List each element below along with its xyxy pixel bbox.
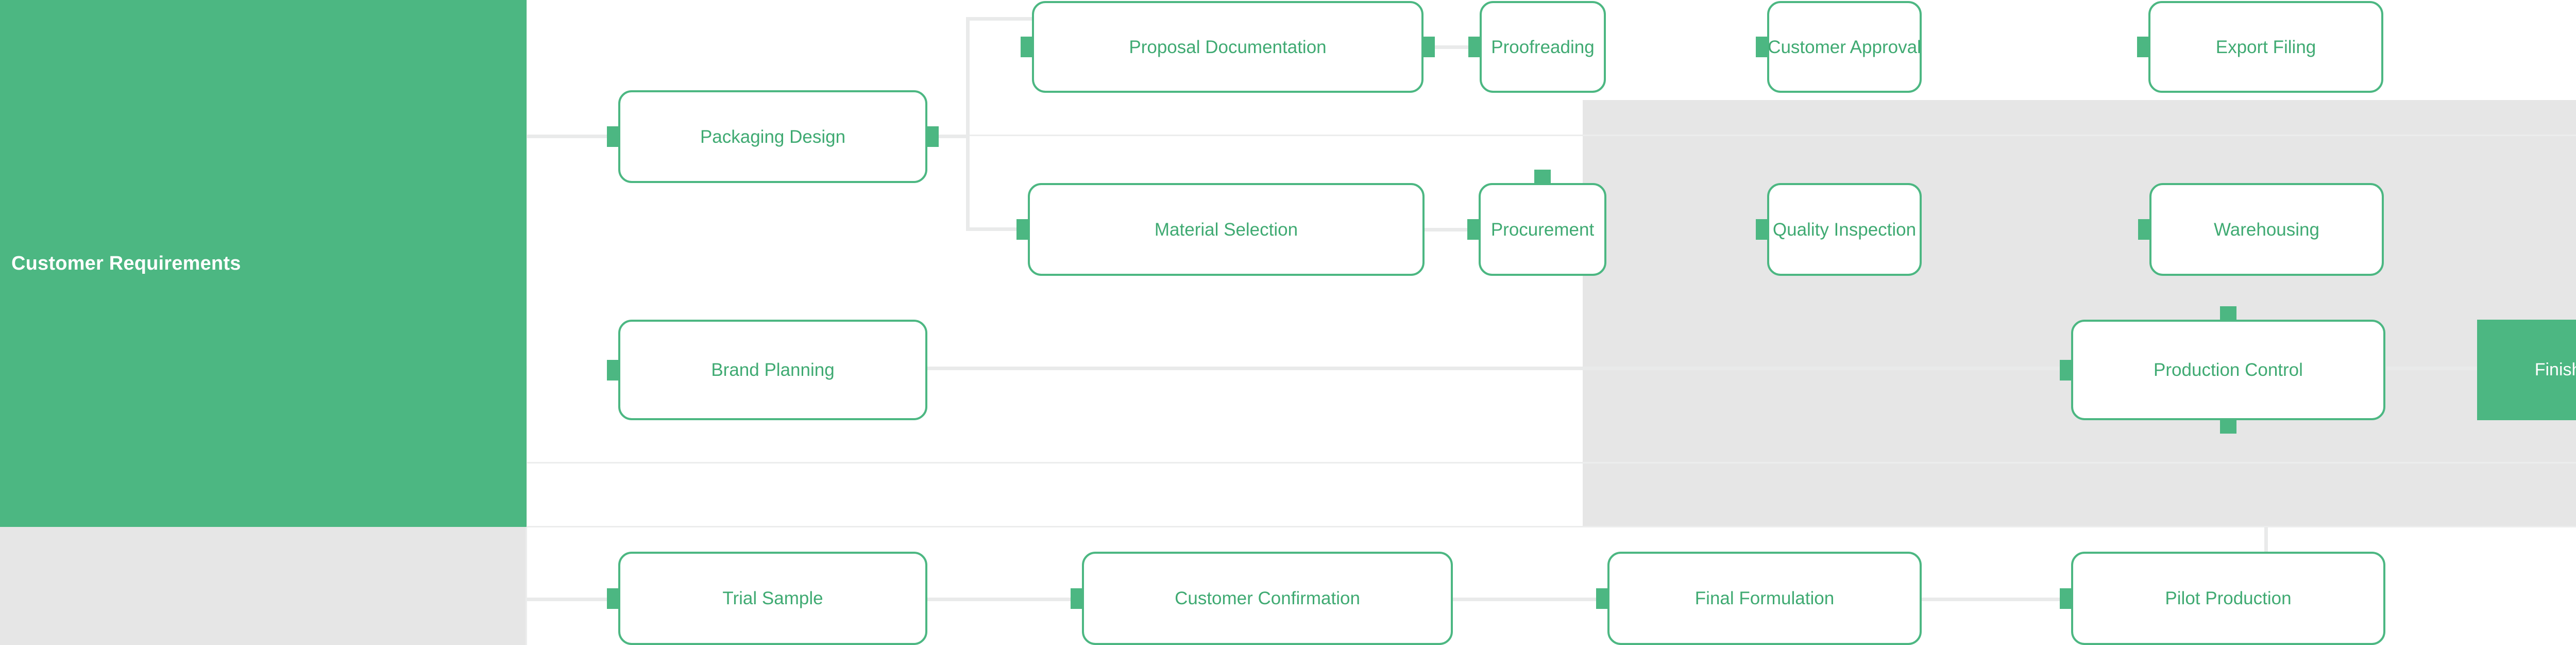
connector-handle-left-final-formulation[interactable] bbox=[1596, 588, 1607, 609]
connector-handle-left-customer-approval[interactable] bbox=[1756, 37, 1767, 57]
node-label-pilot-production: Pilot Production bbox=[2165, 588, 2292, 608]
edge-branch-vertical bbox=[966, 17, 970, 229]
node-label-proofreading: Proofreading bbox=[1491, 37, 1595, 57]
node-label-procurement: Procurement bbox=[1490, 219, 1595, 240]
lane-divider-row-2 bbox=[527, 462, 2576, 464]
node-label-brand-planning: Brand Planning bbox=[711, 360, 835, 380]
edge-packaging-to-branch bbox=[927, 135, 969, 138]
connector-handle-bottom-production-control[interactable] bbox=[2220, 420, 2236, 434]
node-warehousing[interactable]: Warehousing bbox=[2149, 183, 2384, 276]
node-customer-confirmation[interactable]: Customer Confirmation bbox=[1082, 552, 1453, 645]
edge-final-to-pilot bbox=[1922, 598, 2076, 601]
connector-handle-left-packaging-design[interactable] bbox=[607, 126, 618, 147]
node-label-customer-approval: Customer Approval bbox=[1768, 37, 1921, 57]
node-label-customer-confirmation: Customer Confirmation bbox=[1175, 588, 1360, 608]
node-label-export-filing: Export Filing bbox=[2215, 37, 2316, 57]
edge-brand-to-production bbox=[927, 367, 2164, 370]
terminal-node-finished[interactable]: Finished bbox=[2477, 320, 2576, 420]
node-trial-sample[interactable]: Trial Sample bbox=[618, 552, 927, 645]
node-export-filing[interactable]: Export Filing bbox=[2148, 1, 2383, 93]
connector-handle-left-customer-confirmation[interactable] bbox=[1071, 588, 1082, 609]
edge-production-to-finished bbox=[2386, 367, 2479, 370]
connector-handle-left-production-control[interactable] bbox=[2060, 359, 2071, 381]
node-label-proposal-documentation: Proposal Documentation bbox=[1129, 37, 1327, 57]
node-proofreading[interactable]: Proofreading bbox=[1480, 1, 1606, 93]
connector-handle-left-material-selection[interactable] bbox=[1016, 219, 1028, 240]
connector-handle-left-brand-planning[interactable] bbox=[607, 359, 618, 381]
connector-handle-right-proposal-documentation[interactable] bbox=[1423, 37, 1435, 57]
lane-divider-row-3 bbox=[527, 526, 2576, 527]
connector-handle-right-packaging-design[interactable] bbox=[927, 126, 939, 147]
node-label-material-selection: Material Selection bbox=[1154, 219, 1298, 240]
connector-handle-left-proofreading[interactable] bbox=[1468, 37, 1480, 57]
node-label-packaging-design: Packaging Design bbox=[700, 126, 846, 147]
lane-divider-row-1 bbox=[527, 135, 2576, 136]
edge-lane-to-packaging bbox=[527, 135, 624, 138]
edge-branch-to-proposal bbox=[966, 17, 1038, 21]
connector-handle-left-trial-sample[interactable] bbox=[607, 588, 618, 609]
connector-handle-left-proposal-documentation[interactable] bbox=[1021, 37, 1032, 57]
terminal-node-label: Finished bbox=[2534, 360, 2576, 379]
node-final-formulation[interactable]: Final Formulation bbox=[1607, 552, 1922, 645]
node-procurement[interactable]: Procurement bbox=[1479, 183, 1606, 276]
node-customer-approval[interactable]: Customer Approval bbox=[1767, 1, 1922, 93]
connector-handle-left-export-filing[interactable] bbox=[2137, 37, 2148, 57]
edge-proposal-to-proofreading bbox=[1423, 45, 1481, 49]
connector-handle-left-warehousing[interactable] bbox=[2138, 219, 2149, 240]
edge-material-to-procurement bbox=[1425, 228, 1480, 231]
node-pilot-production[interactable]: Pilot Production bbox=[2071, 552, 2385, 645]
connector-handle-left-quality-inspection[interactable] bbox=[1756, 219, 1767, 240]
connector-handle-left-pilot-production[interactable] bbox=[2060, 588, 2071, 609]
node-proposal-documentation[interactable]: Proposal Documentation bbox=[1032, 1, 1423, 93]
edge-lane-to-trial bbox=[527, 598, 624, 601]
connector-handle-top-production-control[interactable] bbox=[2220, 306, 2236, 320]
node-quality-inspection[interactable]: Quality Inspection bbox=[1767, 183, 1922, 276]
swimlane-grey-upper bbox=[1583, 100, 2576, 527]
root-node-label: Customer Requirements bbox=[11, 252, 241, 274]
node-brand-planning[interactable]: Brand Planning bbox=[618, 320, 927, 420]
root-node-customer-requirements[interactable]: Customer Requirements bbox=[0, 0, 527, 527]
node-label-final-formulation: Final Formulation bbox=[1694, 588, 1835, 608]
node-label-trial-sample: Trial Sample bbox=[722, 588, 823, 608]
connector-handle-top-procurement[interactable] bbox=[1534, 170, 1551, 183]
connector-handle-left-procurement[interactable] bbox=[1467, 219, 1479, 240]
node-material-selection[interactable]: Material Selection bbox=[1028, 183, 1425, 276]
edge-confirmation-to-final bbox=[1453, 598, 1614, 601]
node-production-control[interactable]: Production Control bbox=[2071, 320, 2385, 420]
node-packaging-design[interactable]: Packaging Design bbox=[618, 90, 927, 183]
node-label-warehousing: Warehousing bbox=[2214, 219, 2319, 240]
edge-pilot-up-to-production bbox=[2264, 527, 2268, 558]
node-label-production-control: Production Control bbox=[2154, 360, 2303, 380]
edge-branch-to-material bbox=[966, 227, 1032, 231]
edge-trial-to-confirmation bbox=[927, 598, 1088, 601]
swimlane-grey-lower-left bbox=[0, 527, 527, 645]
node-label-quality-inspection: Quality Inspection bbox=[1772, 219, 1917, 240]
